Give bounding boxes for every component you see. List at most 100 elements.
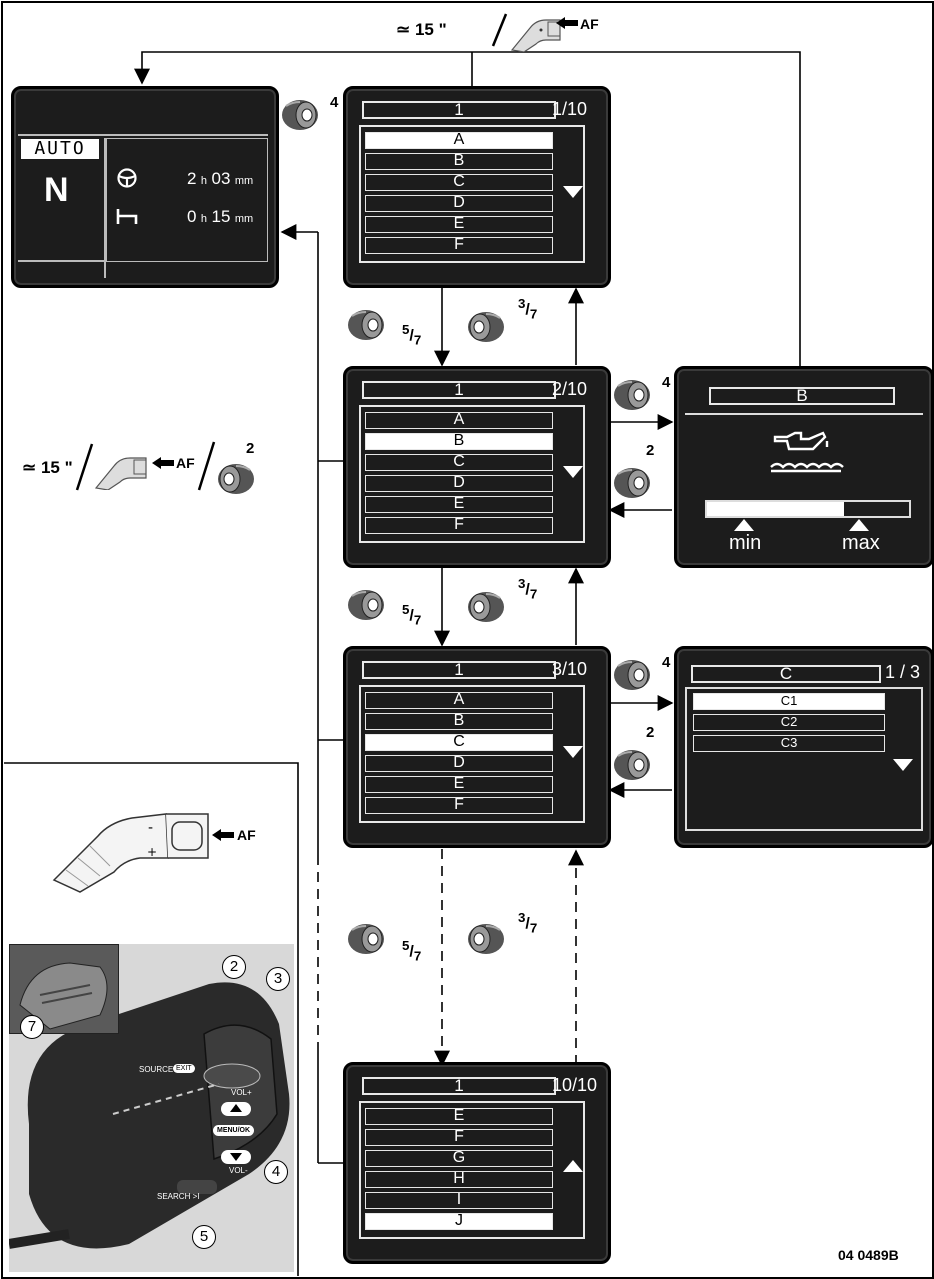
- menu-item[interactable]: D: [365, 195, 553, 212]
- menu-item[interactable]: J: [365, 1213, 553, 1230]
- menu-item[interactable]: C: [365, 734, 553, 751]
- menu-header: 1: [362, 381, 556, 399]
- af-arrow-icon: [556, 17, 578, 29]
- trip-bottom-line: [18, 260, 104, 262]
- menu-page-count: 1/10: [552, 99, 587, 120]
- menu-item[interactable]: C: [365, 454, 553, 471]
- exit-button[interactable]: EXIT: [173, 1064, 195, 1073]
- scroll-down-icon: [563, 186, 583, 198]
- af-label-top: AF: [580, 16, 599, 32]
- controller-photo: SOURCE EXIT VOL+ MENU/OK VOL- SEARCH >I: [9, 944, 294, 1272]
- oil-screen-header: B: [709, 387, 895, 405]
- menu-header: 1: [362, 101, 556, 119]
- submenu-item[interactable]: C1: [693, 693, 885, 710]
- af-arrow-icon-inset: [212, 829, 234, 841]
- search-label: SEARCH >I: [157, 1192, 199, 1201]
- button-number-label: 2: [246, 440, 254, 457]
- vol-up-icon: [230, 1104, 242, 1112]
- gear-indicator: N: [44, 171, 69, 210]
- rest-minutes-unit: mm: [235, 213, 253, 225]
- knob-button-2-icon: [216, 462, 256, 501]
- button-fraction-label: 5/7: [402, 938, 421, 964]
- fraction-denominator: 7: [414, 333, 421, 348]
- af-label-left: AF: [176, 455, 195, 471]
- trip-inner-frame: [106, 138, 268, 262]
- oil-separator: [685, 413, 923, 415]
- menu-item[interactable]: F: [365, 517, 553, 534]
- drive-hours-unit: h: [201, 175, 207, 187]
- menu-item[interactable]: I: [365, 1192, 553, 1209]
- menu-item[interactable]: F: [365, 1129, 553, 1146]
- source-label: SOURCE: [139, 1065, 173, 1074]
- menu-item[interactable]: D: [365, 755, 553, 772]
- menu-item[interactable]: E: [365, 496, 553, 513]
- menu-item[interactable]: B: [365, 153, 553, 170]
- oil-can-icon: [767, 427, 847, 479]
- rest-hours-unit: h: [201, 213, 207, 225]
- knob-button-2-icon: [612, 748, 652, 787]
- drive-minutes-unit: mm: [235, 175, 253, 187]
- vol-up-button[interactable]: [221, 1102, 251, 1116]
- oil-level-screen: B min max: [674, 366, 934, 568]
- button-number-label: 4: [330, 94, 338, 111]
- fraction-denominator: 7: [414, 949, 421, 964]
- oil-min-label: min: [729, 532, 761, 555]
- vol-plus-label: VOL+: [231, 1088, 252, 1097]
- submenu-c-screen: C 1 / 3 C1C2C3: [674, 646, 934, 848]
- menu-item[interactable]: E: [365, 776, 553, 793]
- button-number-label: 4: [662, 654, 670, 671]
- callout-number: 7: [20, 1015, 44, 1039]
- scroll-down-icon: [563, 746, 583, 758]
- menu-item[interactable]: D: [365, 475, 553, 492]
- menu-header: 1: [362, 1077, 556, 1095]
- button-fraction-label: 3/7: [518, 576, 537, 602]
- stalk-large-icon: - +: [48, 800, 218, 894]
- button-fraction-label: 3/7: [518, 296, 537, 322]
- menu-item[interactable]: A: [365, 692, 553, 709]
- rest-hours: 0: [187, 207, 196, 226]
- menu-list: EFGHIJ: [359, 1101, 585, 1239]
- button-fraction-label: 5/7: [402, 322, 421, 348]
- oil-gauge-track: [705, 500, 911, 518]
- menu-item[interactable]: B: [365, 433, 553, 450]
- scroll-up-icon: [563, 1160, 583, 1172]
- menu-item[interactable]: A: [365, 132, 553, 149]
- menu-ok-button[interactable]: MENU/OK: [213, 1125, 254, 1136]
- menu-page-count: 3/10: [552, 659, 587, 680]
- menu-item[interactable]: C: [365, 174, 553, 191]
- menu-item[interactable]: B: [365, 713, 553, 730]
- knob-button-5-icon: [346, 922, 386, 961]
- button-number-label: 4: [662, 374, 670, 391]
- slash-divider: [490, 12, 508, 48]
- menu-item[interactable]: E: [365, 1108, 553, 1125]
- vol-down-button[interactable]: [221, 1150, 251, 1164]
- submenu-item[interactable]: C3: [693, 735, 885, 752]
- submenu-item[interactable]: C2: [693, 714, 885, 731]
- vol-minus-label: VOL-: [229, 1166, 248, 1175]
- menu-item[interactable]: F: [365, 797, 553, 814]
- figure-reference: 04 0489B: [838, 1247, 899, 1263]
- callout-number: 2: [222, 955, 246, 979]
- menu-item[interactable]: E: [365, 216, 553, 233]
- knob-button-5-icon: [346, 308, 386, 347]
- knob-button-5-icon: [346, 588, 386, 627]
- menu-page-count: 10/10: [552, 1075, 597, 1096]
- trip-computer-screen: AUTO N 2 h 03 mm 0 h 15 mm: [11, 86, 279, 288]
- callout-number: 4: [264, 1160, 288, 1184]
- menu-item[interactable]: A: [365, 412, 553, 429]
- button-number-label: 2: [646, 442, 654, 459]
- knob-button-4-icon: [612, 378, 652, 417]
- button-number-label: 2: [646, 724, 654, 741]
- menu-item[interactable]: F: [365, 237, 553, 254]
- knob-button-3-icon: [466, 922, 506, 961]
- menu-screen-2: 12/10ABCDEF: [343, 366, 611, 568]
- scroll-down-icon: [563, 466, 583, 478]
- menu-item[interactable]: H: [365, 1171, 553, 1188]
- menu-item[interactable]: G: [365, 1150, 553, 1167]
- steering-wheel-icon: [116, 167, 138, 189]
